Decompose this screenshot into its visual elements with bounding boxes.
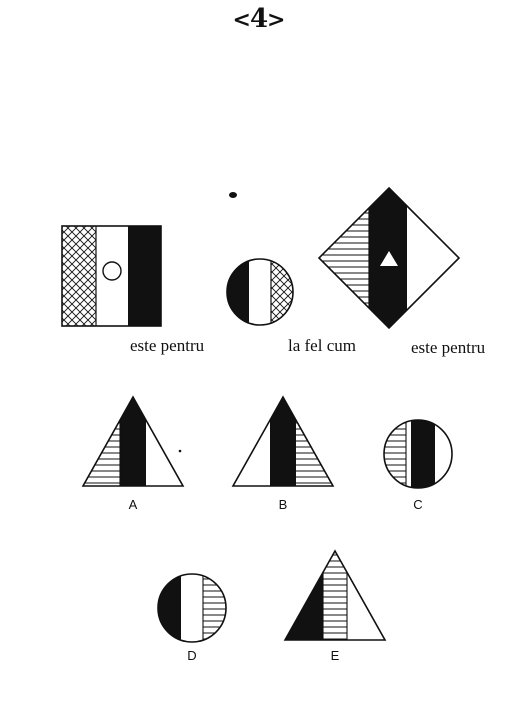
- option-c-figure[interactable]: [383, 419, 453, 489]
- option-e-label[interactable]: E: [330, 648, 340, 663]
- option-c-label[interactable]: C: [413, 497, 423, 512]
- option-d-figure[interactable]: [157, 573, 227, 643]
- page-number-close: >: [267, 7, 285, 33]
- analogy-text-1: este pentru: [130, 336, 205, 355]
- option-a-label[interactable]: A: [128, 497, 138, 512]
- option-e-figure[interactable]: [283, 549, 387, 641]
- page-number-open: <: [232, 7, 251, 33]
- horizontal-stripes-band: [319, 188, 369, 328]
- option-b-label[interactable]: B: [278, 497, 288, 512]
- small-triangle-icon: [380, 251, 398, 266]
- figure-square-flag: [61, 225, 162, 327]
- page-number: <4>: [0, 4, 517, 34]
- option-a-figure[interactable]: [81, 395, 185, 487]
- black-band: [128, 226, 161, 326]
- ink-speck: [229, 192, 237, 198]
- crosshatch-band: [62, 226, 96, 326]
- option-d-label[interactable]: D: [187, 648, 197, 663]
- analogy-text-2: la fel cum: [288, 336, 356, 355]
- figure-circle-flag: [226, 258, 294, 326]
- option-b-figure[interactable]: [231, 395, 335, 487]
- page-number-value: 4: [249, 4, 268, 34]
- figure-diamond-flag: [317, 186, 461, 330]
- analogy-text-3: este pentru: [411, 338, 486, 357]
- small-circle-icon: [102, 261, 122, 281]
